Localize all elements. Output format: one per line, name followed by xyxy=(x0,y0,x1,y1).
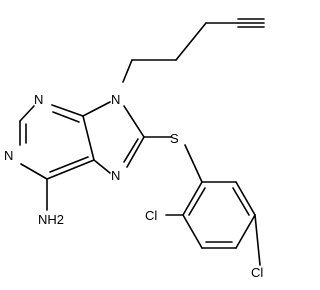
atom-chlorine-ortho: Cl xyxy=(145,208,157,223)
bond-ar2-ar3 xyxy=(235,181,256,216)
bond-c3-c4 xyxy=(175,22,207,61)
bond-c1-c2 xyxy=(122,59,133,83)
bond-n1-c6 xyxy=(20,163,48,180)
bond-ar6-ar1-double xyxy=(188,187,206,216)
bond-n7-c5 xyxy=(93,159,111,174)
atom-sulfur: S xyxy=(170,131,179,146)
chemical-structure: N N N N S NH2 Cl Cl xyxy=(4,18,265,280)
bond-c8-n7-double xyxy=(123,138,139,163)
bond-c6-c5 xyxy=(46,159,95,180)
atom-n-pyrimidine-left: N xyxy=(4,148,13,163)
bond-ar3-ar4 xyxy=(235,214,256,249)
bond-ar3-cl xyxy=(254,214,261,266)
atom-amine: NH2 xyxy=(38,212,64,227)
atom-n-pyrimidine-top: N xyxy=(34,92,43,107)
bond-c4-c5 xyxy=(82,115,95,161)
bond-c8-n7 xyxy=(126,136,145,168)
atom-n-imidazole-top: N xyxy=(111,92,120,107)
bond-ar5-ar6 xyxy=(182,214,203,249)
bond-ar6-ar1 xyxy=(182,181,203,216)
bond-c4-n3 xyxy=(51,104,84,117)
molecule-canvas: N N N N S NH2 Cl Cl xyxy=(4,18,265,280)
atom-n-imidazole-right: N xyxy=(111,168,120,183)
bond-ar2-ar3-double xyxy=(232,187,250,216)
bond-c6-c5-double xyxy=(49,156,89,173)
bond-n3-c2 xyxy=(19,105,35,122)
bond-n9-c8 xyxy=(123,105,145,138)
atom-chlorine-para: Cl xyxy=(251,265,263,280)
bond-s-aryl xyxy=(184,144,203,183)
bond-n9-c4 xyxy=(82,101,111,117)
bond-c4-n3-double xyxy=(52,111,80,123)
